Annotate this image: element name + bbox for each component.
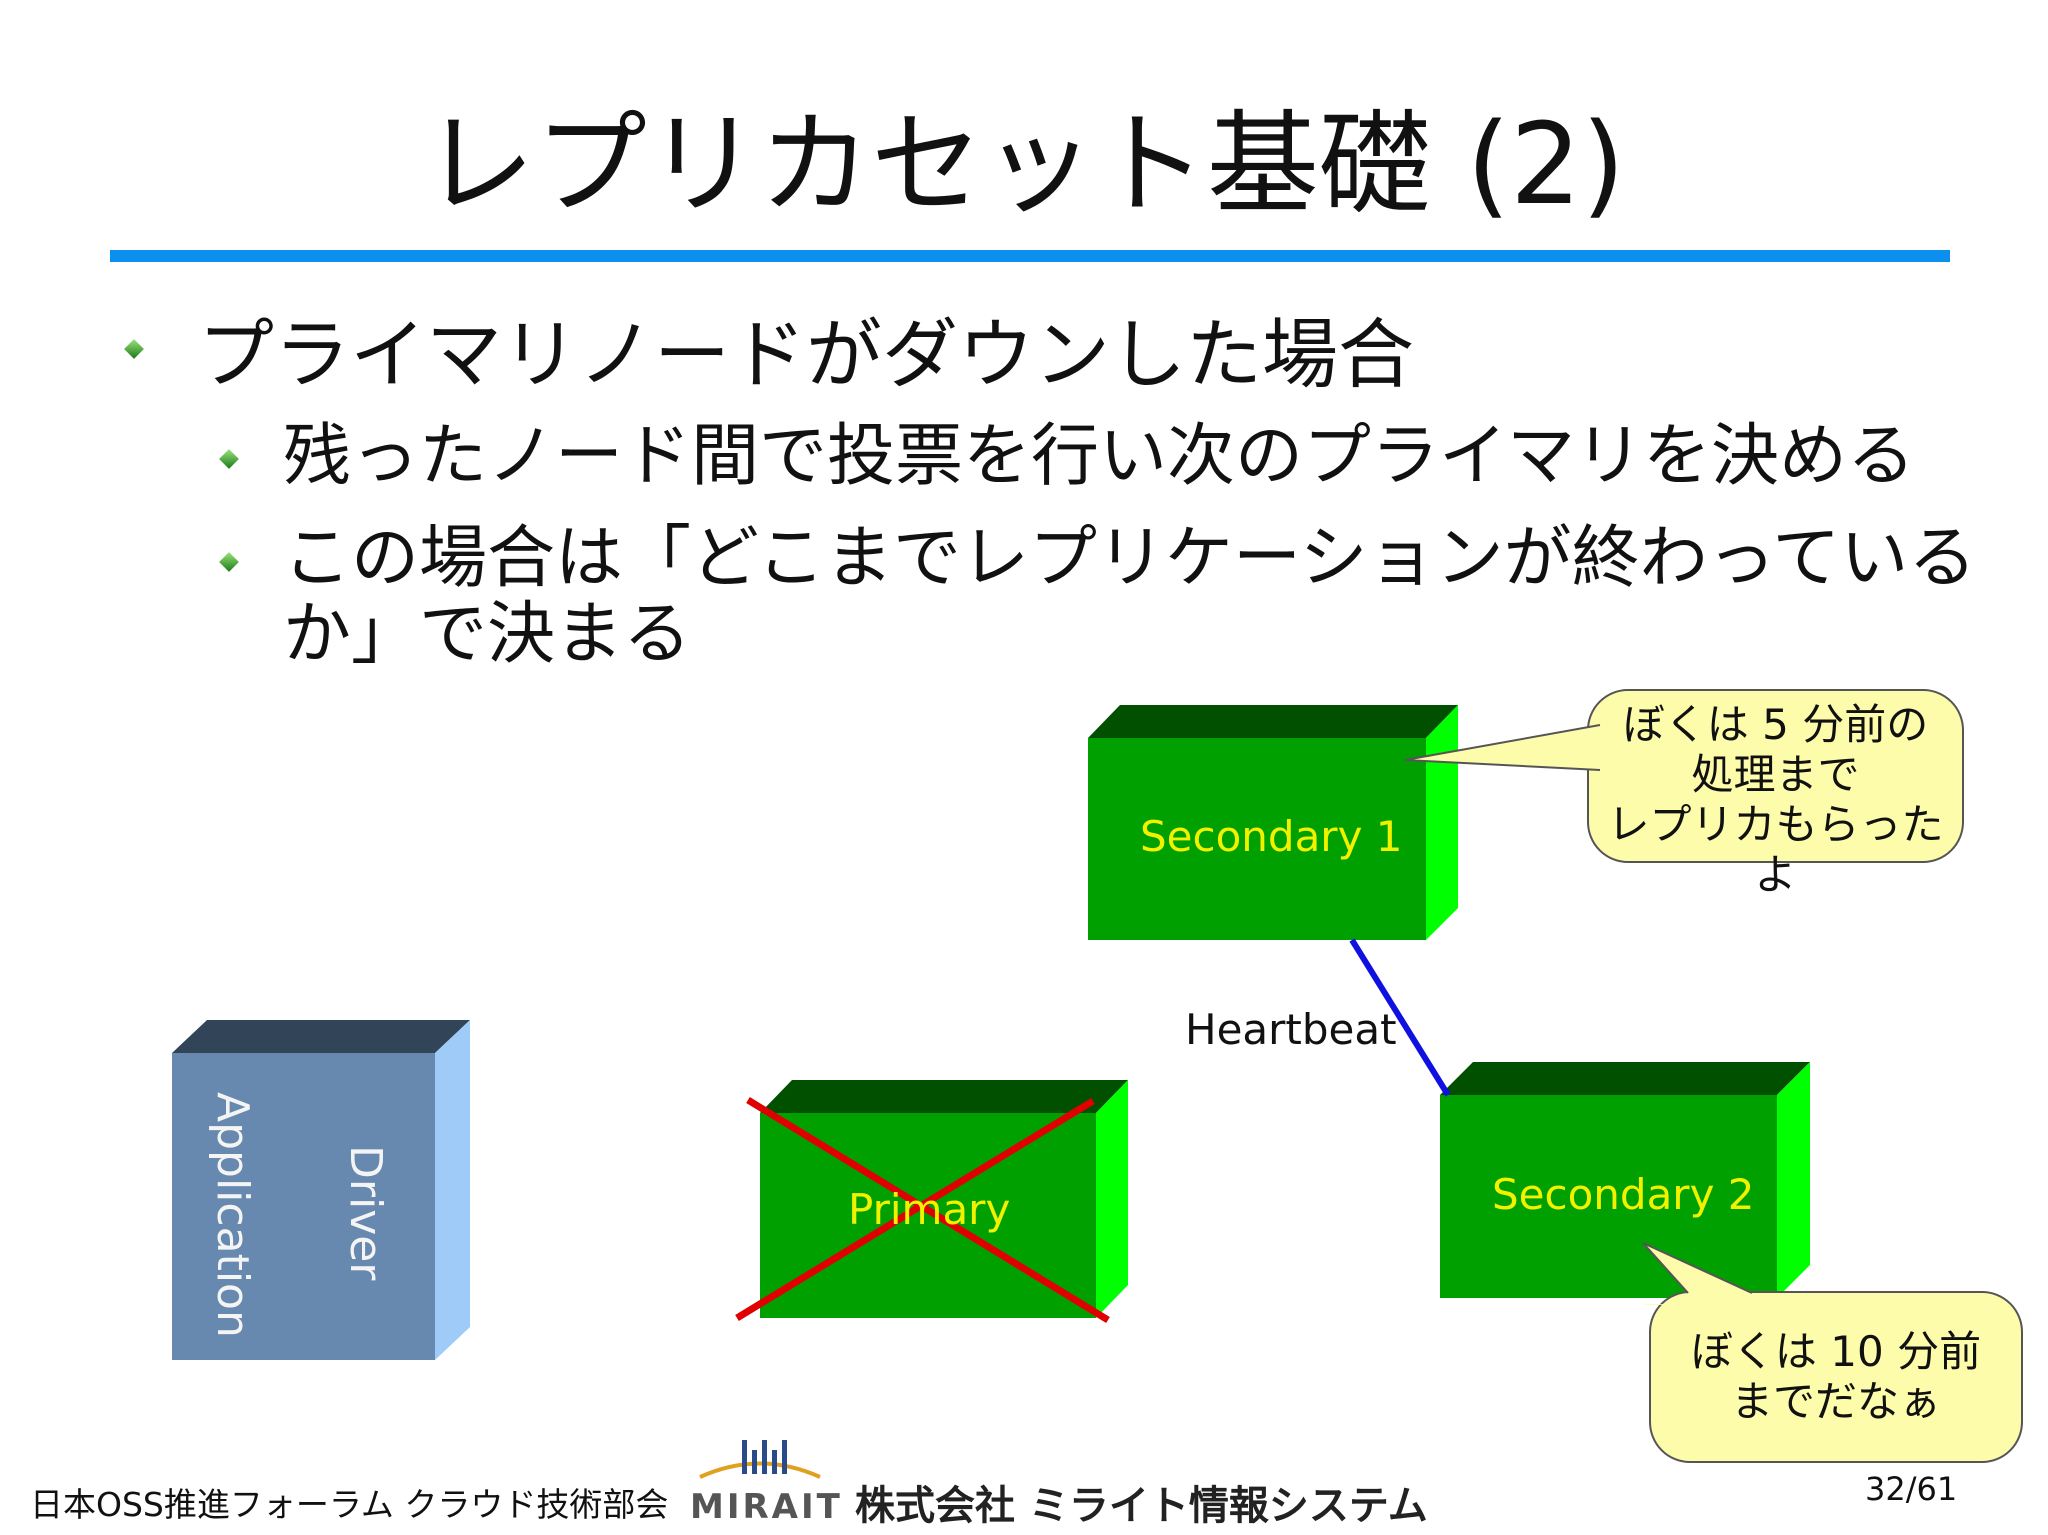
footer-company: 株式会社 ミライト情報システム xyxy=(855,1483,1428,1529)
down-cross-icon xyxy=(735,1097,1110,1323)
callout2-line: までだなぁ xyxy=(1730,1377,1941,1426)
footer-logo-word: MIRAIT xyxy=(690,1487,843,1527)
callout-secondary2 xyxy=(1640,1242,2023,1463)
callout1-text: ぼくは 5 分前の 処理まで レプリカもらったよ xyxy=(1588,700,1963,900)
bullet-level2-condition: この場合は「どこまでレプリケーションが終わっている xyxy=(283,519,1977,598)
title-underline xyxy=(110,250,1950,262)
callout2-text: ぼくは 10 分前 までだなぁ xyxy=(1650,1327,2022,1427)
bullet-level2-vote: 残ったノード間で投票を行い次のプライマリを決める xyxy=(283,417,1916,496)
callout1-line: ぼくは 5 分前の xyxy=(1622,700,1929,749)
callout1-line: レプリカもらったよ xyxy=(1607,800,1944,899)
heartbeat-label: Heartbeat xyxy=(1185,1005,1397,1054)
driver-label: Driver xyxy=(340,1145,391,1281)
primary-box xyxy=(760,1080,1128,1318)
slide-title: レプリカセット基礎 (2) xyxy=(422,100,1626,230)
page-number: 32/61 xyxy=(1865,1470,1958,1508)
callout-secondary1 xyxy=(1404,689,1964,863)
secondary2-label: Secondary 2 xyxy=(1492,1170,1755,1219)
bullet-level1: プライマリノードがダウンした場合 xyxy=(198,310,1414,399)
secondary2-box xyxy=(1440,1062,1810,1298)
mirait-logo-icon xyxy=(699,1440,821,1479)
bullet-level2-condition-cont: か」で決まる xyxy=(283,595,692,674)
application-box xyxy=(172,1020,470,1360)
secondary1-box xyxy=(1088,705,1458,940)
callout2-line: ぼくは 10 分前 xyxy=(1690,1327,1982,1376)
footer-org: 日本OSS推進フォーラム クラウド技術部会 xyxy=(30,1485,669,1524)
heartbeat-line xyxy=(1349,938,1451,1097)
secondary1-label: Secondary 1 xyxy=(1140,812,1403,861)
callout1-line: 処理まで xyxy=(1691,750,1860,799)
application-label: Application xyxy=(207,1092,258,1338)
primary-label: Primary xyxy=(848,1185,1011,1234)
